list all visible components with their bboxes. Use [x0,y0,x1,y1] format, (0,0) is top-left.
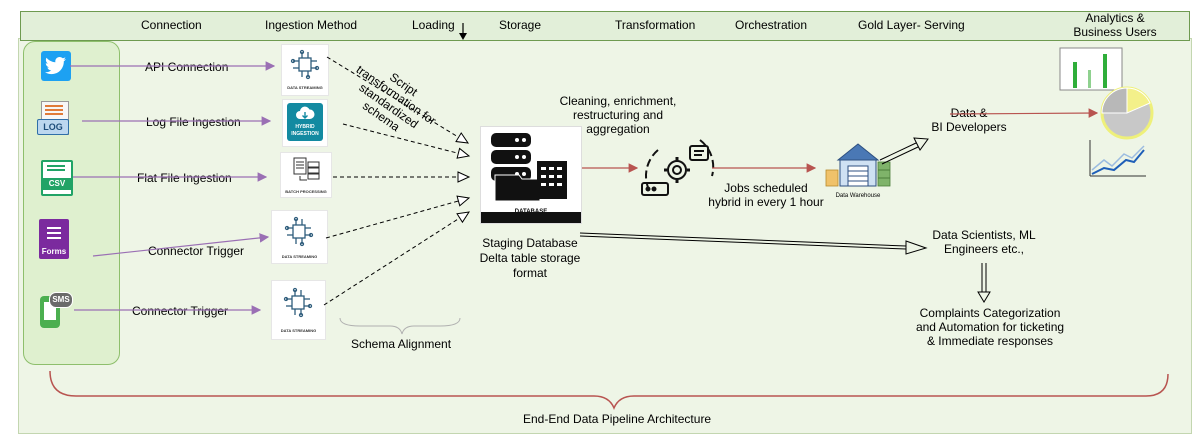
stage-loading: Loading [412,18,455,32]
source-label-flatfile: Flat File Ingestion [137,171,232,185]
data-warehouse-label: Data Warehouse [835,193,881,199]
csv-file-icon: CSV [41,160,73,196]
arrow-bi-to-analytics [949,108,1099,118]
arrow-ingest-4-to-db [325,195,471,239]
bi-developers-label: Data & BI Developers [931,106,1007,134]
pipeline-brace [49,370,1169,410]
arrow-storage-to-data-scientists [579,232,928,255]
hybrid-ingestion-icon: HYBRID INGESTION [282,99,328,147]
schema-alignment-label: Schema Alignment [351,337,452,351]
data-warehouse-icon [825,143,891,187]
complaints-automation-label: Complaints Categorization and Automation… [915,306,1065,348]
stage-storage: Storage [499,18,542,32]
stage-analytics: Analytics & [1085,11,1145,25]
stage-header-bar [20,11,1190,41]
data-streaming-icon: DATA STREAMING [271,280,326,340]
stage-connection: Connection [141,18,202,32]
data-scientists-label: Data Scientists, ML Engineers etc., [932,228,1036,256]
schema-alignment-brace [339,317,461,335]
staging-database-caption: Staging Database Delta table storage for… [479,236,581,280]
data-streaming-icon: DATA STREAMING [281,44,329,96]
stage-transformation: Transformation [615,18,696,32]
sms-icon: SMS [37,290,73,330]
arrow-ingest-5-to-db [323,211,471,306]
pipeline-canvas [18,38,1192,434]
stage-ingestion-method: Ingestion Method [265,18,358,32]
stage-business-users: Business Users [1073,25,1157,39]
pie-chart-icon [1100,86,1154,140]
transformation-description: Cleaning, enrichment, restructuring and … [559,94,677,136]
arrow-ingest-2-to-db [342,123,471,159]
line-chart-icon [1089,140,1146,177]
log-file-icon: LOG [35,101,75,137]
data-streaming-icon: DATA STREAMING [271,210,328,264]
footer-title: End-End Data Pipeline Architecture [523,412,712,426]
source-label-log: Log File Ingestion [146,115,241,129]
source-label-sms: Connector Trigger [132,304,229,318]
arrow-ingest-1-to-db [326,56,470,144]
bar-chart-icon [1059,47,1123,91]
stage-orchestration: Orchestration [735,18,808,32]
batch-processing-icon: BATCH PROCESSING [280,152,332,198]
database-icon: DATABASE [480,126,582,224]
arrow-forms-to-streaming [92,233,270,257]
source-label-api: API Connection [145,60,229,74]
orchestration-description: Jobs scheduled hybrid in every 1 hour [708,181,824,209]
arrow-ds-to-complaints [977,263,991,303]
twitter-icon [41,51,71,81]
arrow-warehouse-to-bi [879,137,929,165]
loading-down-arrow [459,23,467,40]
stage-gold-layer: Gold Layer- Serving [858,18,965,32]
transformation-gear-icon [641,139,715,196]
forms-icon: Forms [39,219,69,259]
source-panel [23,41,120,365]
